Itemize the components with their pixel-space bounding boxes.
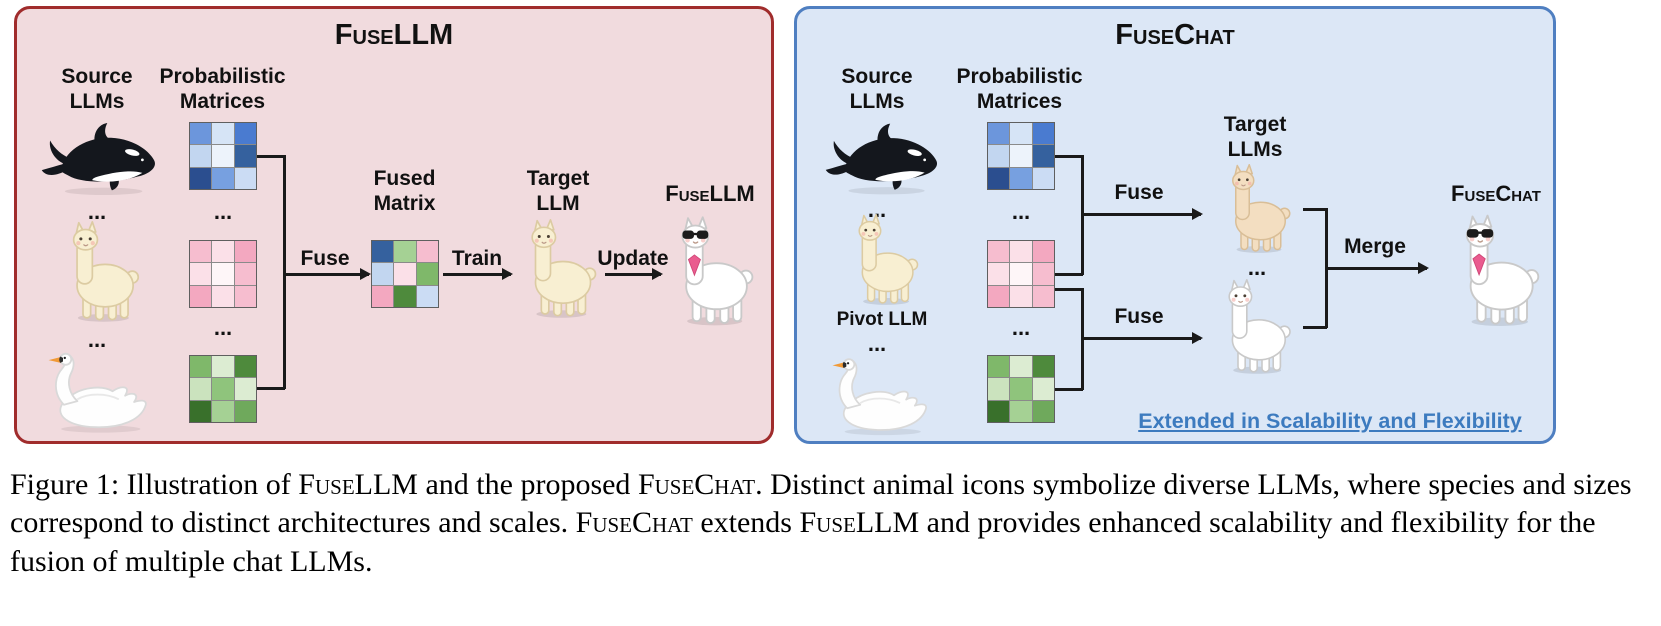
ellipsis: ...: [87, 327, 107, 352]
ellipsis: ...: [87, 199, 107, 224]
bracket3-stub-top: [1303, 208, 1327, 211]
alpaca-icon: [55, 221, 145, 323]
llama-sunglasses-icon: [665, 214, 757, 329]
ellipsis: ...: [1011, 315, 1031, 340]
update-arrow: [605, 273, 661, 276]
update-label: Update: [597, 247, 669, 270]
matrix-pink: [189, 240, 257, 308]
matrix-green: [987, 355, 1055, 423]
caption-segment: extends: [692, 506, 800, 540]
target-llm-header: Target LLM: [526, 167, 590, 215]
alpaca-tan-icon: [1215, 164, 1297, 254]
fuse-top-label: Fuse: [1114, 181, 1164, 204]
ellipsis: ...: [1247, 255, 1267, 280]
figure-caption: Figure 1: Illustration of FuseLLM and th…: [10, 466, 1655, 581]
caption-segment: Figure 1: Illustration of: [10, 468, 299, 501]
probabilistic-matrices-header: Probabilistic Matrices: [159, 65, 286, 113]
fusellm-panel: FuseLLM Source LLMs Probabilistic Matric…: [14, 6, 774, 444]
swan-icon: [829, 357, 933, 437]
caption-segment: FuseChat: [637, 468, 756, 501]
ellipsis: ...: [213, 199, 233, 224]
source-llms-header: Source LLMs: [841, 65, 913, 113]
matrix-blue: [189, 122, 257, 190]
fusechat-panel: FuseChat Source LLMs Probabilistic Matri…: [794, 6, 1556, 444]
target-llms-header: Target LLMs: [1223, 113, 1287, 161]
matrix-fused: [371, 240, 439, 308]
orca-icon: [39, 121, 159, 197]
matrix-pink: [987, 240, 1055, 308]
llama-white-icon: [1205, 279, 1303, 375]
probabilistic-matrices-header: Probabilistic Matrices: [956, 65, 1083, 113]
fusechat-panel-title: FuseChat: [1115, 19, 1235, 51]
fuse-bottom-arrow: [1083, 337, 1201, 340]
bracket1-stub-top: [1055, 155, 1083, 158]
caption-segment: FuseLLM: [298, 468, 418, 501]
source-llms-header: Source LLMs: [61, 65, 133, 113]
caption-segment: . Distinct animal icons symbolize divers…: [10, 468, 1632, 540]
bracket2-stub-bottom: [1055, 388, 1083, 391]
merge-label: Merge: [1344, 235, 1406, 258]
caption-segment: and provides enhanced scalability and fl…: [10, 506, 1596, 578]
llama-sunglasses-icon: [1449, 213, 1543, 329]
bracket1-stub-bottom: [1055, 273, 1083, 276]
fuse-bottom-label: Fuse: [1114, 305, 1164, 328]
bracket-stub-top: [257, 155, 285, 158]
bracket-stub-bottom: [257, 387, 285, 390]
pivot-llm-label: Pivot LLM: [836, 309, 928, 330]
ellipsis: ...: [867, 197, 887, 222]
train-label: Train: [451, 247, 503, 270]
fusellm-result-label: FuseLLM: [665, 181, 755, 206]
fuse-top-arrow: [1083, 213, 1201, 216]
orca-icon: [823, 121, 941, 197]
fusechat-result-label: FuseChat: [1451, 181, 1541, 206]
bracket-line: [283, 155, 286, 389]
caption-segment: and the proposed: [417, 468, 638, 501]
fuse-label: Fuse: [300, 247, 350, 270]
train-arrow: [443, 273, 511, 276]
matrix-green: [189, 355, 257, 423]
bracket2-stub-top: [1055, 288, 1083, 291]
fuse-arrow: [285, 273, 369, 276]
fusellm-panel-title: FuseLLM: [334, 19, 454, 51]
swan-icon: [45, 351, 153, 435]
caption-segment: FuseChat: [575, 506, 693, 540]
pivot-alpaca-icon: [842, 214, 924, 306]
ellipsis: ...: [213, 315, 233, 340]
ellipsis: ...: [1011, 199, 1031, 224]
bracket3-stub-bottom: [1303, 326, 1327, 329]
fused-matrix-header: Fused Matrix: [373, 167, 436, 215]
extended-scalability-note: Extended in Scalability and Flexibility: [1138, 409, 1522, 433]
ellipsis: ...: [867, 331, 887, 356]
caption-segment: FuseLLM: [799, 506, 920, 540]
merge-arrow: [1327, 267, 1427, 270]
matrix-blue: [987, 122, 1055, 190]
